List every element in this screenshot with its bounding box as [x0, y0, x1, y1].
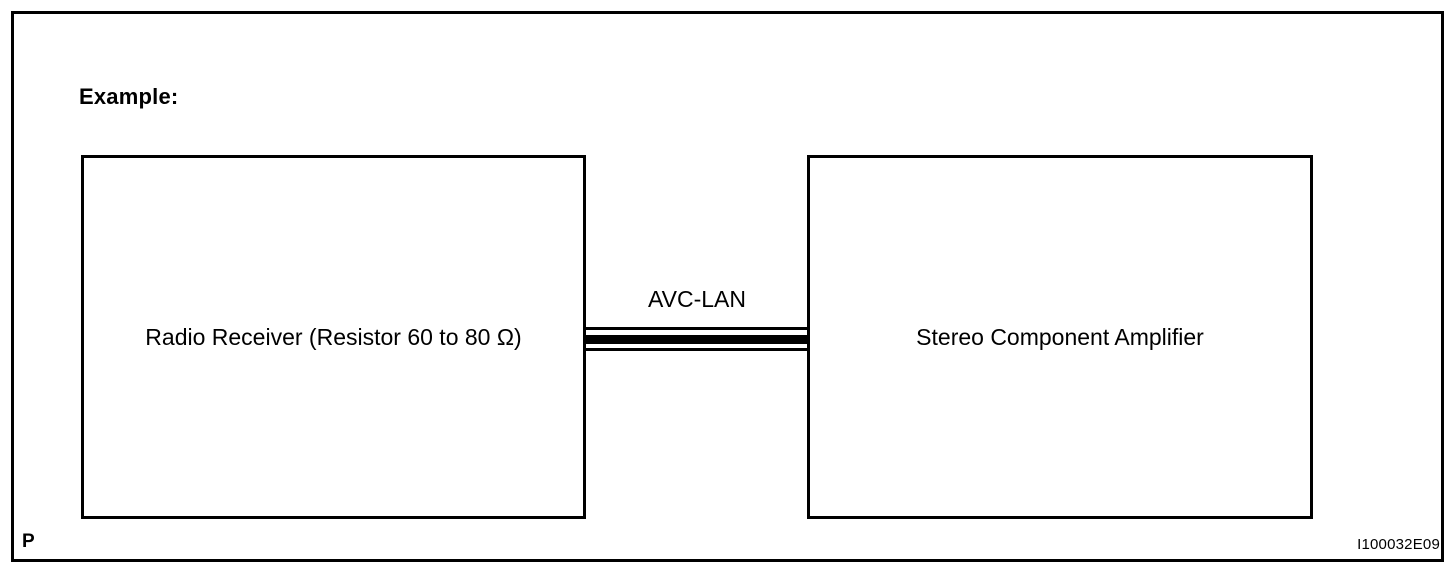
bus-line-top [584, 327, 810, 330]
block-stereo-component-amplifier: Stereo Component Amplifier [807, 155, 1313, 519]
bus-line-middle [584, 335, 810, 344]
block-label-radio-receiver: Radio Receiver (Resistor 60 to 80 Ω) [145, 323, 522, 350]
connection-bus-avc-lan [584, 327, 810, 351]
block-label-stereo-component-amplifier: Stereo Component Amplifier [916, 323, 1204, 350]
block-radio-receiver: Radio Receiver (Resistor 60 to 80 Ω) [81, 155, 586, 519]
figure-reference-code: I100032E09 [1357, 536, 1440, 553]
example-heading: Example: [79, 84, 179, 109]
connection-label-avc-lan: AVC-LAN [648, 286, 746, 312]
bus-line-bottom [584, 348, 810, 351]
page-marker: P [22, 531, 35, 552]
